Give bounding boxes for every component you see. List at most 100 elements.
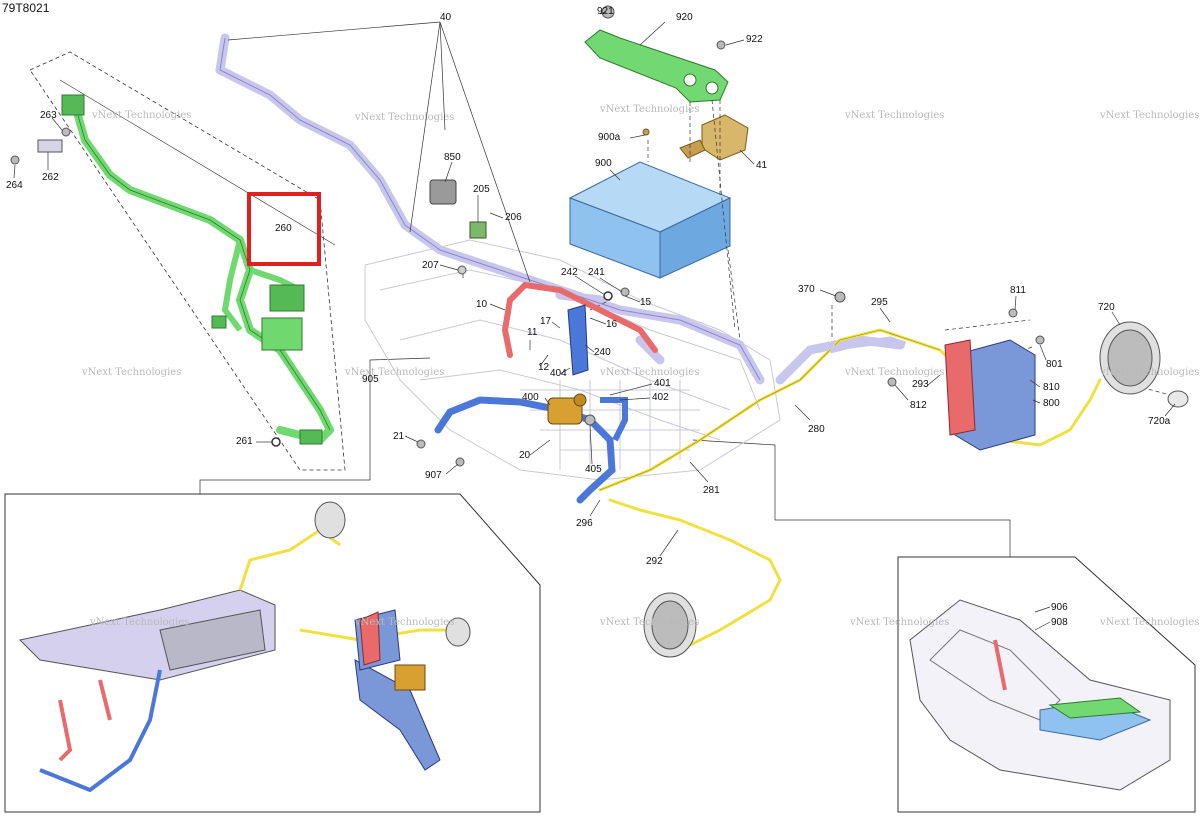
callout-10[interactable]: 10 bbox=[476, 299, 488, 310]
callout-240[interactable]: 240 bbox=[594, 347, 611, 358]
leader-line-370 bbox=[819, 289, 837, 297]
leader-line-21 bbox=[404, 435, 419, 443]
callout-921[interactable]: 921 bbox=[597, 6, 614, 17]
callout-405[interactable]: 405 bbox=[585, 464, 602, 475]
inset-leader-right bbox=[692, 439, 1011, 557]
callout-292[interactable]: 292 bbox=[646, 556, 663, 567]
leader-line-263 bbox=[51, 117, 63, 131]
callout-20[interactable]: 20 bbox=[519, 450, 531, 461]
callout-263[interactable]: 263 bbox=[40, 110, 57, 121]
leader-line-20 bbox=[529, 439, 551, 456]
callout-920[interactable]: 920 bbox=[676, 12, 693, 23]
callout-370[interactable]: 370 bbox=[798, 284, 815, 295]
callout-41[interactable]: 41 bbox=[756, 160, 768, 171]
washer-261 bbox=[271, 437, 281, 447]
callout-922[interactable]: 922 bbox=[746, 34, 763, 45]
nut-405 bbox=[584, 414, 596, 426]
leader-line-207 bbox=[439, 264, 459, 271]
callout-280[interactable]: 280 bbox=[808, 424, 825, 435]
leader-line-907 bbox=[445, 463, 459, 475]
callout-810[interactable]: 810 bbox=[1043, 382, 1060, 393]
callout-242[interactable]: 242 bbox=[561, 267, 578, 278]
callout-900a[interactable]: 900a bbox=[598, 132, 621, 143]
leader-line-292 bbox=[659, 529, 679, 557]
callout-261[interactable]: 261 bbox=[236, 436, 253, 447]
callout-labels: 40 921 920 922 263 262 264 260 900a 41 900 850 205 20… bbox=[6, 6, 1171, 628]
callout-850[interactable]: 850 bbox=[444, 152, 461, 163]
leader-line-41 bbox=[739, 149, 755, 165]
callout-720[interactable]: 720 bbox=[1098, 302, 1115, 313]
leader-line-811 bbox=[1014, 295, 1017, 311]
callout-295[interactable]: 295 bbox=[871, 297, 888, 308]
leader-line-908 bbox=[1034, 621, 1051, 631]
leader-line-241 bbox=[599, 277, 623, 293]
callout-908[interactable]: 908 bbox=[1051, 617, 1068, 628]
nut-207 bbox=[457, 265, 467, 275]
washer-264 bbox=[10, 155, 20, 165]
ground-cable-10 bbox=[501, 281, 658, 358]
callout-907[interactable]: 907 bbox=[425, 470, 442, 481]
svg-text:vNext Technologies: vNext Technologies bbox=[344, 367, 444, 378]
callout-207[interactable]: 207 bbox=[422, 260, 439, 271]
callout-811[interactable]: 811 bbox=[1010, 285, 1026, 296]
callout-11[interactable]: 11 bbox=[527, 327, 538, 338]
diagram-code: 79T8021 bbox=[2, 1, 50, 15]
inset-leader-left bbox=[199, 357, 431, 494]
callout-281[interactable]: 281 bbox=[703, 485, 720, 496]
callout-812[interactable]: 812 bbox=[910, 400, 927, 411]
leader-line-40 bbox=[439, 21, 446, 131]
leader-line-15 bbox=[624, 295, 641, 303]
svg-text:vNext Technologies: vNext Technologies bbox=[844, 110, 944, 121]
callout-16[interactable]: 16 bbox=[606, 319, 618, 330]
callout-206[interactable]: 206 bbox=[505, 212, 522, 223]
callout-15[interactable]: 15 bbox=[640, 297, 652, 308]
leader-line-293 bbox=[927, 374, 941, 386]
callout-260[interactable]: 260 bbox=[275, 223, 292, 234]
callout-402[interactable]: 402 bbox=[652, 392, 669, 403]
callout-205[interactable]: 205 bbox=[473, 184, 490, 195]
screw-241 bbox=[620, 287, 630, 297]
inset-right-assembly bbox=[909, 599, 1171, 791]
callout-906[interactable]: 906 bbox=[1051, 602, 1068, 613]
screw-370 bbox=[834, 291, 846, 303]
leader-line-40 bbox=[439, 21, 531, 283]
leader-line-812 bbox=[894, 384, 909, 401]
callout-801[interactable]: 801 bbox=[1046, 359, 1063, 370]
lamp-720 bbox=[1099, 321, 1161, 395]
leader-line-920 bbox=[639, 21, 666, 46]
leader-line-906 bbox=[1034, 606, 1051, 613]
leader-line-264 bbox=[13, 164, 16, 179]
leader-line-900 bbox=[609, 169, 621, 181]
callout-262[interactable]: 262 bbox=[42, 172, 59, 183]
svg-text:vNext Technologies: vNext Technologies bbox=[354, 617, 454, 628]
leader-line-40 bbox=[409, 21, 441, 233]
callout-800[interactable]: 800 bbox=[1043, 398, 1060, 409]
leader-line-405 bbox=[589, 424, 593, 465]
leader-line-401 bbox=[609, 383, 653, 396]
callout-900[interactable]: 900 bbox=[595, 158, 612, 169]
leader-line-281 bbox=[689, 461, 709, 483]
leader-line-295 bbox=[879, 307, 891, 323]
callout-404[interactable]: 404 bbox=[550, 368, 567, 379]
leader-line-206 bbox=[489, 212, 504, 219]
connector-850 bbox=[429, 179, 457, 205]
inset-frame-left bbox=[4, 493, 541, 813]
callout-21[interactable]: 21 bbox=[393, 431, 405, 442]
svg-text:vNext Technologies: vNext Technologies bbox=[1099, 617, 1199, 628]
callout-241[interactable]: 241 bbox=[588, 267, 605, 278]
callout-401[interactable]: 401 bbox=[654, 378, 671, 389]
bracket-240 bbox=[567, 304, 589, 376]
callout-720a[interactable]: 720a bbox=[1148, 416, 1171, 427]
leader-line-10 bbox=[489, 303, 506, 311]
callout-12[interactable]: 12 bbox=[538, 362, 550, 373]
callout-264[interactable]: 264 bbox=[6, 180, 23, 191]
harness-group-outline bbox=[29, 51, 346, 471]
highlight-box-260[interactable] bbox=[247, 192, 321, 266]
callout-400[interactable]: 400 bbox=[522, 392, 539, 403]
callout-293[interactable]: 293 bbox=[912, 379, 929, 390]
callout-17[interactable]: 17 bbox=[540, 316, 552, 327]
callout-40[interactable]: 40 bbox=[440, 12, 452, 23]
callout-905[interactable]: 905 bbox=[362, 374, 379, 385]
callout-296[interactable]: 296 bbox=[576, 518, 593, 529]
